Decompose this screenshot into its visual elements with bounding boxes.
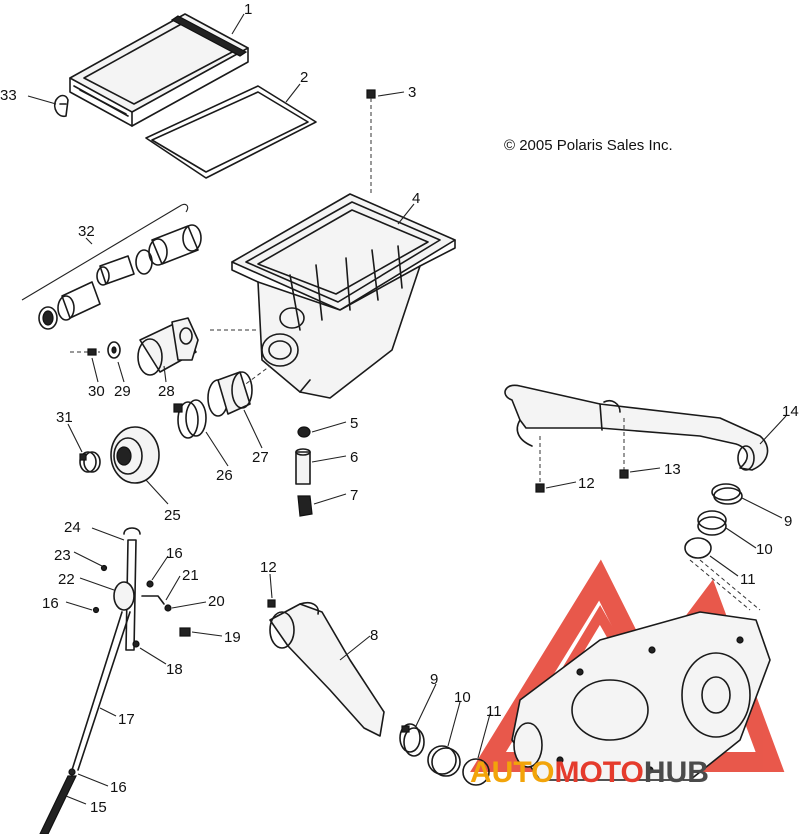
inlet-duct-8 (269, 601, 385, 737)
callout-2: 2 (300, 69, 308, 86)
callout-5: 5 (350, 415, 358, 432)
callout-9a: 9 (430, 671, 438, 688)
boot-27 (207, 371, 253, 417)
cvt-cover (511, 611, 771, 781)
callout-12a: 12 (578, 475, 595, 492)
callout-labels: 1 2 3 4 33 32 28 29 30 27 26 25 31 5 6 7… (0, 1, 799, 816)
callout-12b: 12 (260, 559, 277, 576)
grommet-29 (107, 341, 121, 359)
callout-9b: 9 (784, 513, 792, 530)
callout-29: 29 (114, 383, 131, 400)
callout-23: 23 (54, 547, 71, 564)
callout-15: 15 (90, 799, 107, 816)
clip-33 (53, 94, 69, 118)
clamps-lower (399, 723, 490, 786)
callout-4: 4 (412, 190, 420, 207)
callout-14: 14 (782, 403, 799, 420)
bracket-32 (21, 203, 189, 301)
leader-lines (27, 13, 787, 805)
outlet-duct-14 (504, 384, 769, 471)
callout-16a: 16 (42, 595, 59, 612)
adapter-25 (110, 426, 160, 484)
callout-25: 25 (164, 507, 181, 524)
callout-1: 1 (244, 1, 252, 18)
callout-3: 3 (408, 84, 416, 101)
intake-sleeves (38, 224, 202, 330)
callout-21: 21 (182, 567, 199, 584)
callout-7: 7 (350, 487, 358, 504)
watermark-text: AUTOMOTOHUB (470, 756, 709, 789)
callout-10a: 10 (454, 689, 471, 706)
callout-13: 13 (664, 461, 681, 478)
callout-16c: 16 (110, 779, 127, 796)
callout-10b: 10 (756, 541, 773, 558)
watermark-moto: MOTO (554, 756, 643, 789)
callout-24: 24 (64, 519, 81, 536)
callout-11a: 11 (486, 703, 502, 720)
filter-gasket (145, 85, 317, 179)
callout-19: 19 (224, 629, 241, 646)
callout-18: 18 (166, 661, 183, 678)
callout-26: 26 (216, 467, 233, 484)
airbox (231, 193, 456, 399)
svg-text:AUTOMOTOHUB: AUTOMOTOHUB (470, 756, 709, 789)
callout-28: 28 (158, 383, 175, 400)
callout-33: 33 (0, 87, 17, 104)
callout-6: 6 (350, 449, 358, 466)
clamp-26 (173, 399, 207, 439)
callout-17: 17 (118, 711, 135, 728)
bolt-3 (366, 89, 376, 195)
callout-27: 27 (252, 449, 269, 466)
callout-31: 31 (56, 409, 73, 426)
breather-hose (39, 527, 191, 834)
callout-11b: 11 (740, 571, 756, 588)
callout-16b: 16 (166, 545, 183, 562)
screw-30 (70, 348, 100, 356)
watermark-hub: HUB (644, 756, 709, 789)
air-filter-cover (69, 13, 249, 127)
callout-22: 22 (58, 571, 75, 588)
intake-tube-28 (137, 317, 199, 376)
callout-8: 8 (370, 627, 378, 644)
callout-20: 20 (208, 593, 225, 610)
watermark-auto: AUTO (470, 756, 554, 789)
clamps-right (684, 483, 743, 559)
drain-parts (295, 426, 313, 517)
callout-30: 30 (88, 383, 105, 400)
clamp-31 (79, 451, 101, 473)
copyright-notice: © 2005 Polaris Sales Inc. (504, 137, 673, 154)
callout-32: 32 (78, 223, 95, 240)
